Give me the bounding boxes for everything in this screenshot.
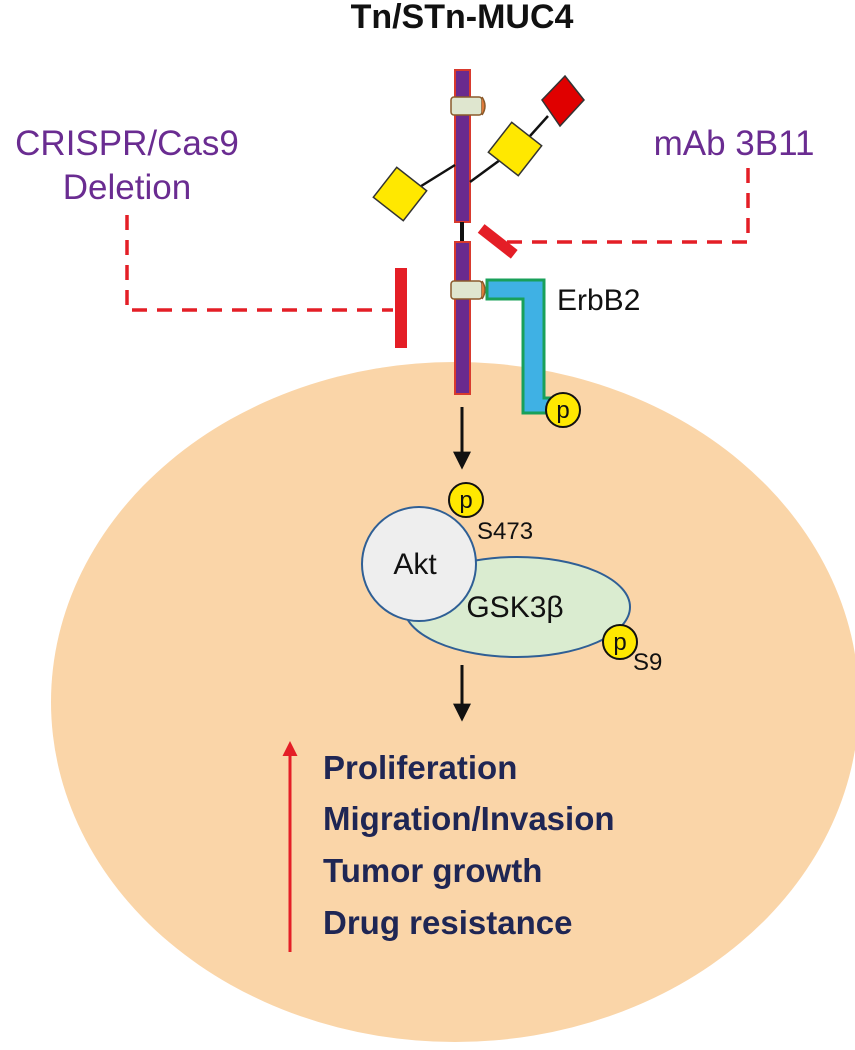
crispr-label: CRISPR/Cas9 — [15, 124, 239, 163]
glycan-stem-right — [469, 158, 501, 184]
muc4-domain-lower — [450, 280, 483, 300]
deletion-label: Deletion — [63, 168, 191, 207]
glycan-stem-left — [417, 163, 456, 190]
akt-site-label: S473 — [477, 518, 533, 545]
outcome-proliferation: Proliferation — [323, 749, 517, 786]
muc4-domain-upper-cap — [481, 96, 486, 116]
muc4-lower-subunit — [454, 241, 471, 395]
cell-body — [51, 362, 855, 1042]
outcome-drug-resistance: Drug resistance — [323, 904, 572, 941]
crispr-inhibition-line — [125, 215, 393, 312]
glycan-stem-sialic — [529, 115, 549, 137]
sialic-acid-diamond — [541, 74, 585, 128]
galnac-square-left — [372, 166, 428, 222]
muc4-domain-lower-cap — [481, 280, 486, 300]
galnac-square-right — [487, 121, 543, 177]
outcome-tumor-growth: Tumor growth — [323, 852, 542, 889]
akt-phospho-label: p — [459, 487, 472, 514]
mab-label: mAb 3B11 — [654, 124, 815, 163]
gsk3b-site-label: S9 — [633, 649, 662, 676]
muc4-upper-subunit — [454, 69, 471, 223]
akt-node — [361, 506, 477, 622]
mab-inhibition-bar — [477, 224, 518, 259]
diagram-title: Tn/STn-MUC4 — [351, 0, 574, 36]
outcome-migration-invasion: Migration/Invasion — [323, 800, 615, 837]
erbb2-phospho-label: p — [556, 397, 569, 424]
gsk3b-phospho-label: p — [613, 629, 626, 656]
gsk3b-label: GSK3β — [466, 591, 563, 624]
akt-phospho-circle — [448, 482, 484, 518]
mab-inhibition-line — [500, 168, 750, 244]
muc4-domain-upper — [450, 96, 483, 116]
erbb2-label: ErbB2 — [557, 284, 640, 317]
erbb2-phospho-circle — [545, 392, 581, 428]
gsk3b-phospho-circle — [602, 624, 638, 660]
akt-label: Akt — [393, 548, 437, 581]
crispr-inhibition-bar — [395, 268, 407, 348]
